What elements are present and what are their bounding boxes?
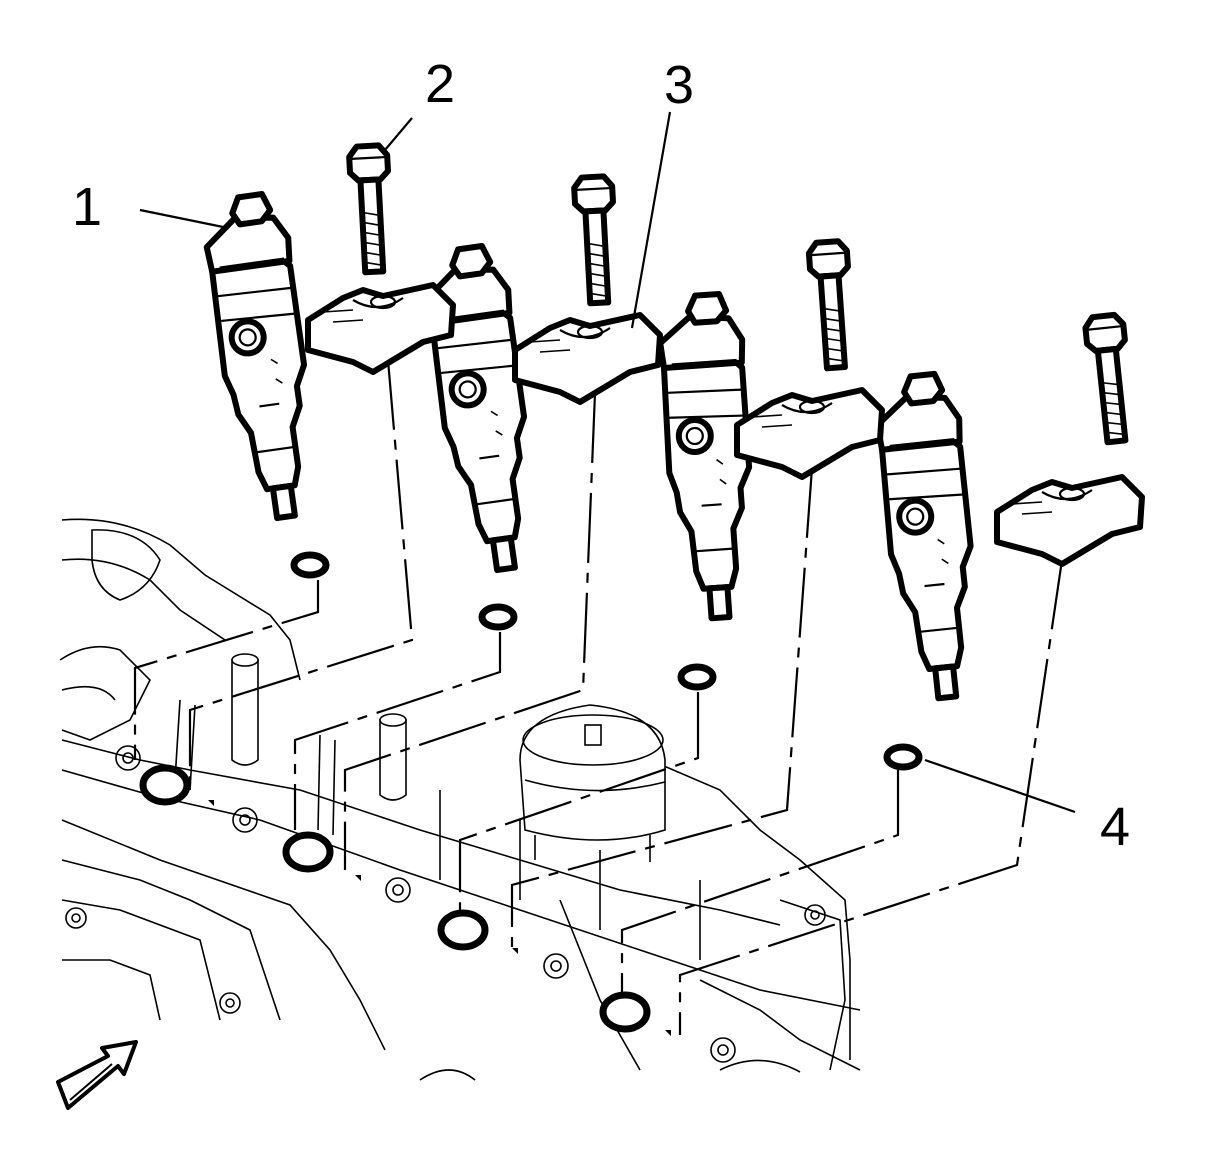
injector-bore: [437, 909, 489, 951]
callout-3: 3: [664, 55, 694, 115]
callout-4: 4: [1100, 797, 1130, 857]
leader-3: [630, 111, 672, 329]
head-bolt: [543, 953, 569, 979]
alignment-lines: [133, 359, 1064, 1035]
callout-labels: 1 2 3 4: [72, 54, 1130, 857]
injector-clamp: [308, 285, 453, 372]
hold-down-bolt: [574, 176, 619, 304]
hold-down-bolt: [349, 145, 394, 273]
head-bolt: [232, 807, 258, 833]
leader-1: [139, 208, 229, 230]
head-bolt: [710, 1037, 736, 1063]
head-bolt: [65, 907, 87, 929]
leader-2: [384, 117, 413, 151]
injector: [200, 191, 326, 522]
head-bolt: [219, 992, 241, 1014]
callout-1: 1: [72, 177, 102, 237]
hold-down-bolt: [1084, 314, 1135, 443]
head-bolt: [385, 877, 411, 903]
head-bolt: [115, 745, 141, 771]
injector-washer: [681, 667, 713, 687]
injector-clamp: [737, 390, 882, 477]
injector-bore: [282, 831, 334, 873]
injector-bore: [599, 991, 651, 1033]
injector: [873, 372, 988, 702]
head-bolt: [804, 904, 826, 926]
cylinder-head: [59, 518, 861, 1081]
hold-down-bolt: [808, 241, 855, 369]
injector-washer: [294, 555, 326, 575]
injector-bore: [139, 764, 191, 806]
callout-leaders: [139, 111, 1076, 814]
injector-washer: [887, 747, 919, 767]
injector-washer: [482, 607, 514, 627]
view-direction-arrow-icon: [56, 1040, 138, 1110]
leader-4: [924, 758, 1076, 814]
injector-clamp: [515, 315, 660, 402]
injector-clamp: [997, 477, 1142, 564]
callout-2: 2: [425, 54, 455, 114]
